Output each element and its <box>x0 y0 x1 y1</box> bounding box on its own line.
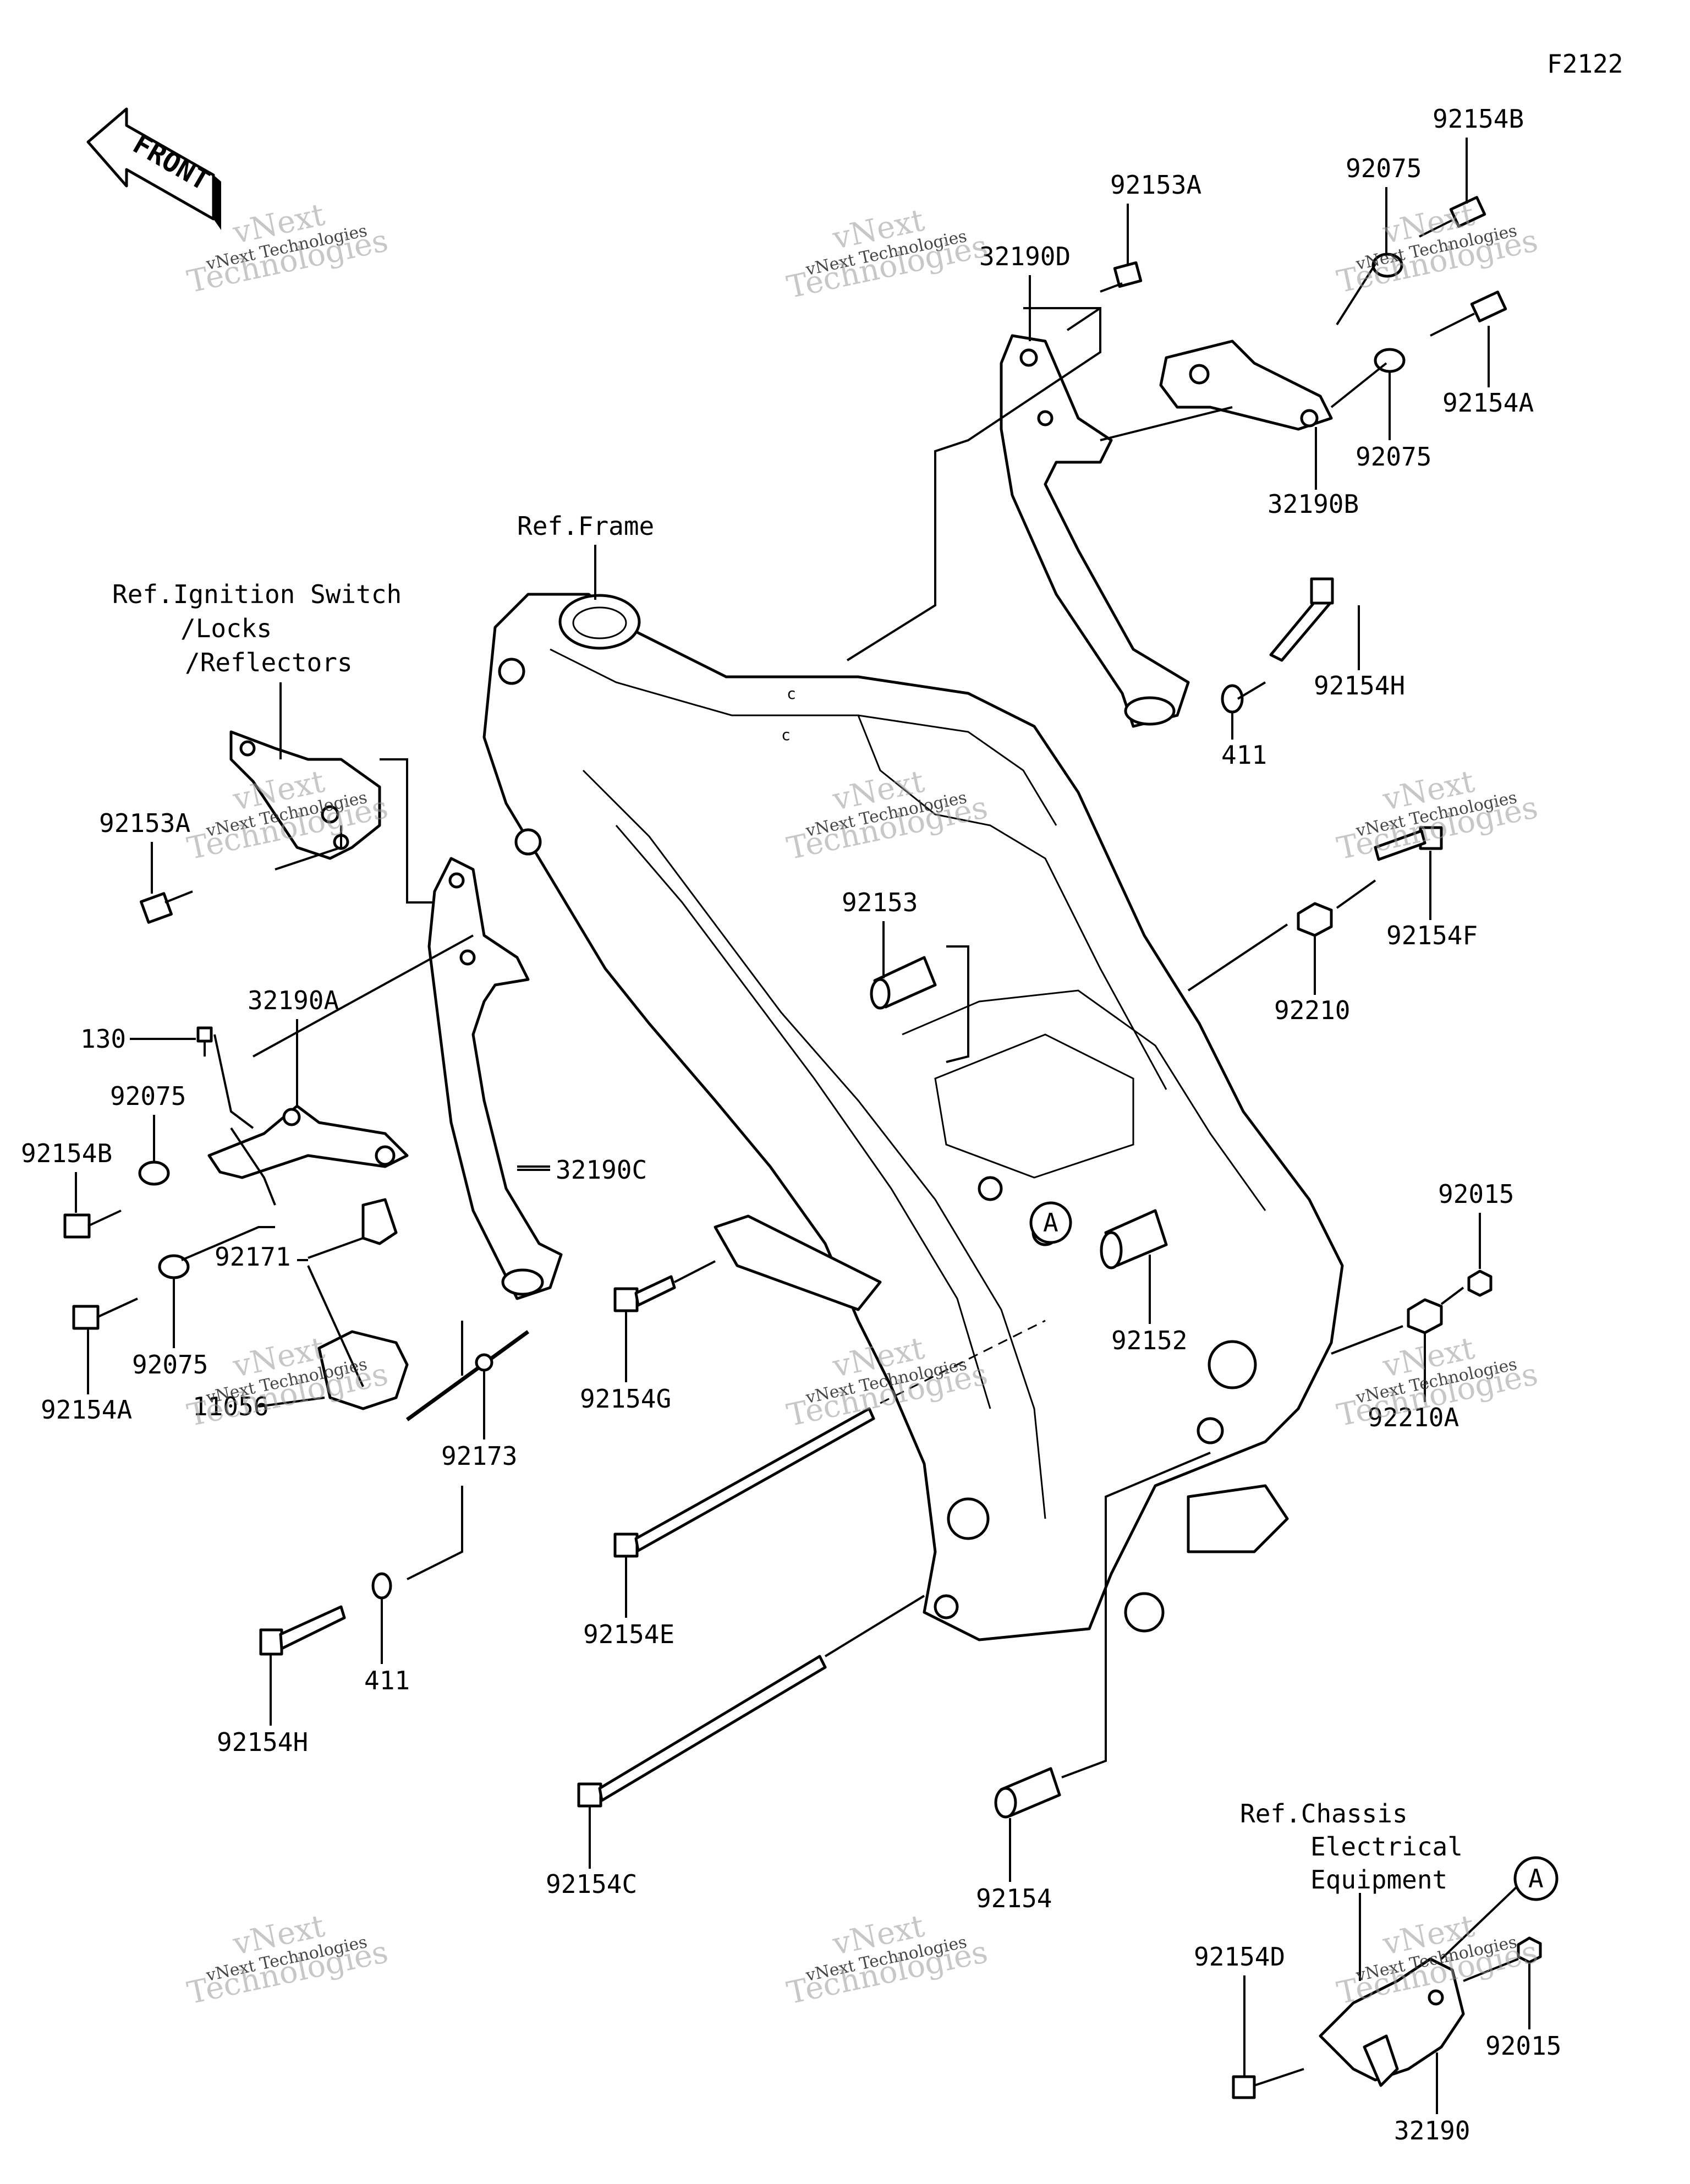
ref-chassis-3: Equipment <box>1310 1865 1447 1895</box>
label-92075-left1: 92075 <box>110 1081 186 1111</box>
label-92153A-left: 92153A <box>99 808 190 838</box>
nut-92015-bottom <box>1517 1936 1542 1964</box>
label-92154A-top: 92154A <box>1442 388 1534 418</box>
label-92154D: 92154D <box>1194 1942 1285 1972</box>
callout-a2-label: A <box>1528 1864 1544 1893</box>
label-92153: 92153 <box>842 888 918 917</box>
spacer-92152 <box>1100 1209 1168 1269</box>
label-92171: 92171 <box>215 1242 290 1272</box>
bolt-92154D <box>1232 2068 1304 2099</box>
label-92154C: 92154C <box>546 1869 637 1899</box>
ref-chassis-1: Ref.Chassis <box>1240 1799 1408 1829</box>
label-92075-mid: 92075 <box>1356 442 1431 472</box>
label-411-right: 411 <box>1221 740 1267 770</box>
collar-92075-left1 <box>138 1161 170 1186</box>
label-92152: 92152 <box>1111 1326 1187 1355</box>
washer-411-left <box>371 1572 392 1600</box>
label-32190A: 32190A <box>248 986 339 1015</box>
bolt-92154B-top <box>1419 196 1486 238</box>
callout-a-label: A <box>1043 1208 1058 1238</box>
label-92154E: 92154E <box>583 1619 674 1649</box>
label-92015-bottom: 92015 <box>1485 2031 1561 2061</box>
bolt-92154H-left <box>259 1605 346 1656</box>
label-92153A-top: 92153A <box>1110 170 1201 200</box>
bracket-32190 <box>1319 1957 1465 2082</box>
collar-92075-left2 <box>158 1254 190 1279</box>
bolt-92154B-left <box>63 1209 122 1239</box>
bolt-92154A-top <box>1430 291 1507 337</box>
label-92173: 92173 <box>441 1441 517 1471</box>
watermark-4: vNext vNext Technologies Technologies <box>184 764 391 867</box>
label-130: 130 <box>80 1024 126 1054</box>
bolt-92154H-right <box>1269 577 1334 662</box>
nut-92015-right <box>1467 1269 1493 1297</box>
pin-92173 <box>405 1330 530 1421</box>
hanger-plate-32190D <box>1000 334 1190 728</box>
ref-frame: Ref.Frame <box>517 511 654 541</box>
diagram-code: F2122 <box>1547 49 1623 79</box>
frame-mark-c1: c <box>787 685 796 703</box>
label-92154B-top: 92154B <box>1433 104 1524 134</box>
bolt-92154C <box>577 1655 827 1808</box>
washer-411-right <box>1221 684 1244 714</box>
stud-92153 <box>870 956 937 1010</box>
bolt-92154E <box>613 1407 875 1558</box>
label-92154F: 92154F <box>1386 921 1478 950</box>
motorcycle-frame: c c <box>482 593 1344 1641</box>
label-92075-left2: 92075 <box>132 1350 208 1380</box>
nut-92210A-bottom <box>1407 1298 1443 1334</box>
callout-a-frame: A <box>1029 1201 1072 1244</box>
nut-92210-top <box>1297 902 1333 937</box>
label-92154B-left: 92154B <box>21 1138 112 1168</box>
label-32190B: 32190B <box>1268 489 1359 519</box>
label-411-left: 411 <box>364 1666 410 1695</box>
ref-ignition-3: /Reflectors <box>185 648 353 677</box>
watermark-11: vNext vNext Technologies Technologies <box>784 1908 991 2012</box>
ignition-bracket <box>229 730 381 860</box>
label-92154G: 92154G <box>580 1384 671 1414</box>
frame-mark-c2: c <box>781 726 791 744</box>
label-92154H-left: 92154H <box>217 1727 308 1757</box>
bolt-92154F <box>1374 826 1443 861</box>
callout-a-chassis: A <box>1513 1856 1559 1901</box>
clip-92171 <box>361 1198 398 1245</box>
bolt-92153A-top <box>1100 261 1143 293</box>
label-92015-right: 92015 <box>1438 1179 1514 1209</box>
label-92154A-left: 92154A <box>41 1395 132 1425</box>
label-32190D: 32190D <box>979 242 1071 271</box>
bracket-11056 <box>317 1330 409 1410</box>
bolt-92154G <box>613 1275 676 1312</box>
ref-ignition-2: /Locks <box>180 614 272 643</box>
watermark-10: vNext vNext Technologies Technologies <box>184 1908 391 2012</box>
ref-chassis-2: Electrical <box>1310 1832 1463 1862</box>
front-arrow-icon: FRONT <box>86 107 221 230</box>
stud-92154 <box>994 1767 1061 1819</box>
label-92210A-bottom: 92210A <box>1368 1403 1459 1432</box>
collar-92075-top <box>1371 253 1403 278</box>
watermark-2: vNext vNext Technologies Technologies <box>784 202 991 306</box>
label-92075-top: 92075 <box>1346 154 1422 183</box>
hanger-32190C <box>427 857 563 1300</box>
label-11056: 11056 <box>193 1392 268 1421</box>
label-92154H-right: 92154H <box>1314 671 1405 700</box>
watermark-3: vNext vNext Technologies Technologies <box>1334 197 1541 300</box>
label-92210-top: 92210 <box>1274 995 1350 1025</box>
label-92154: 92154 <box>976 1884 1052 1913</box>
label-32190: 32190 <box>1394 2116 1470 2145</box>
label-32190C: 32190C <box>556 1155 647 1185</box>
ref-ignition-1: Ref.Ignition Switch <box>112 579 402 609</box>
bolt-92153A-left <box>139 890 193 924</box>
bolt-92154A-left <box>72 1298 138 1330</box>
screw-130 <box>196 1026 213 1057</box>
